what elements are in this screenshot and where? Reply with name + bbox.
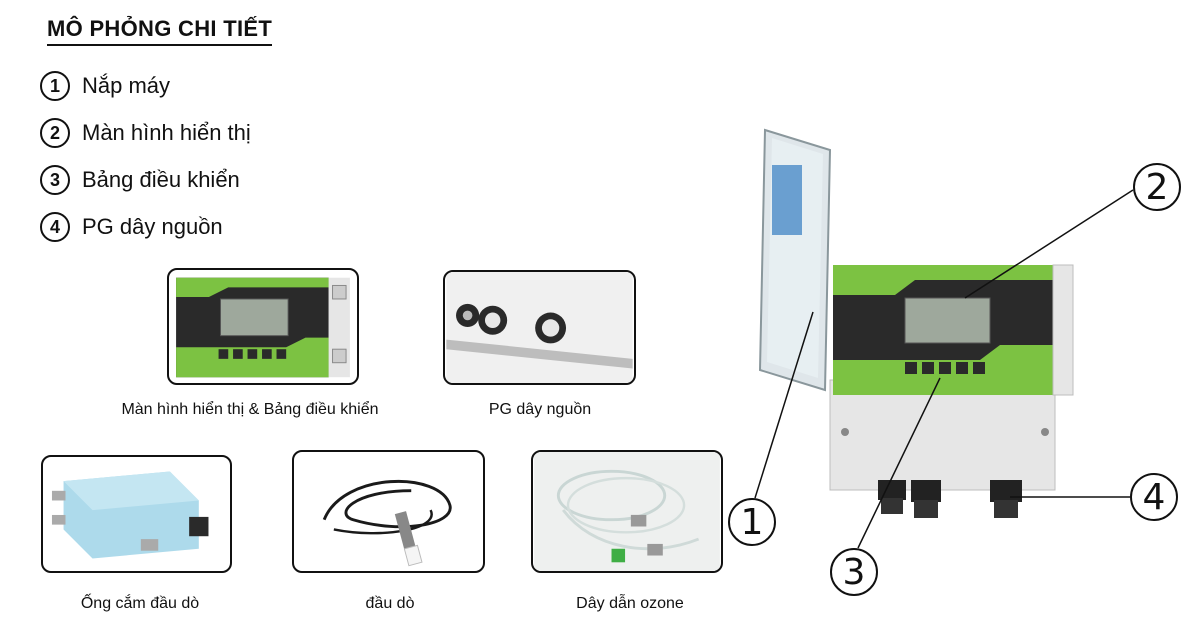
legend-item-power-gland: 4 PG dây nguồn <box>40 209 223 245</box>
legend-label: Màn hình hiển thị <box>82 120 251 145</box>
legend-label: Nắp máy <box>82 73 171 98</box>
probe-illustration <box>322 480 452 567</box>
panel-caption: đầu dò <box>365 595 415 612</box>
number-badge: 4 <box>40 212 70 242</box>
legend-item-display: 2 Màn hình hiển thị <box>40 115 251 151</box>
legend-item-cover: 1 Nắp máy <box>40 68 170 104</box>
panel-flow-cell <box>41 455 232 573</box>
panel-caption: Ống cắm đầu dò <box>80 595 200 612</box>
callout-number: 2 <box>1133 163 1181 211</box>
display-panel-illustration <box>176 277 350 378</box>
cable-gland-illustration <box>446 272 633 383</box>
number-badge: 3 <box>40 165 70 195</box>
panel-display-control <box>167 268 359 385</box>
number-badge: 1 <box>40 71 70 101</box>
panel-probe <box>292 450 485 573</box>
legend-label: PG dây nguồn <box>82 214 223 239</box>
panel-ozone-tubing <box>531 450 723 573</box>
panel-power-glands <box>443 270 636 385</box>
number-badge: 2 <box>40 118 70 148</box>
callout-number: 1 <box>728 498 776 546</box>
ozone-tubing-illustration <box>534 452 720 571</box>
flow-cell-illustration <box>51 471 209 559</box>
legend-item-control-panel: 3 Bảng điều khiển <box>40 162 240 198</box>
page-title: MÔ PHỎNG CHI TIẾT <box>47 16 273 46</box>
panel-caption: Màn hình hiển thị & Bảng điều khiển <box>121 401 379 418</box>
panel-caption: Dây dẫn ozone <box>576 595 684 612</box>
legend-label: Bảng điều khiển <box>82 167 240 192</box>
panel-caption: PG dây nguồn <box>488 401 592 418</box>
callout-number: 4 <box>1130 473 1178 521</box>
callout-number: 3 <box>830 548 878 596</box>
